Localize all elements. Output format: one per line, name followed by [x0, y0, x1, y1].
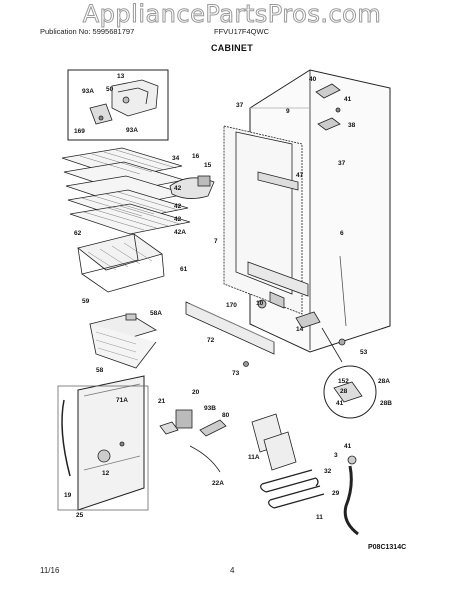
callout-53: 53	[360, 349, 368, 356]
callout-29: 29	[332, 490, 340, 497]
callout-19: 19	[64, 492, 72, 499]
callout-71A: 71A	[116, 397, 128, 404]
callout-7: 7	[214, 238, 218, 245]
callout-41-top: 41	[344, 96, 352, 103]
callout-93A-b: 93A	[126, 127, 138, 134]
callout-41-bottom: 41	[344, 443, 352, 450]
callout-42A: 42A	[174, 229, 186, 236]
page-title: CABINET	[210, 43, 254, 53]
callout-15: 15	[204, 162, 212, 169]
callout-38: 38	[348, 122, 356, 129]
callout-47: 47	[296, 172, 304, 179]
model-number: FFVU17F4QWC	[214, 27, 270, 36]
callout-21: 21	[158, 398, 166, 405]
callout-42-3: 42	[174, 216, 182, 223]
callout-28A: 28A	[378, 378, 390, 385]
callout-28B: 28B	[380, 400, 392, 407]
callout-16: 16	[192, 153, 200, 160]
diagram-code: P08C1314C	[368, 544, 407, 551]
callout-28: 28	[340, 388, 348, 395]
callout-37-top: 37	[236, 102, 244, 109]
site-watermark: AppliancePartsPros.com	[82, 0, 382, 29]
callout-42-1: 42	[174, 185, 182, 192]
callout-13: 13	[117, 73, 125, 80]
callout-10: 10	[256, 300, 264, 307]
callout-58A: 58A	[150, 310, 162, 317]
callout-58: 58	[96, 367, 104, 374]
callout-12: 12	[102, 470, 110, 477]
callout-3: 3	[334, 452, 338, 459]
callout-72: 72	[207, 337, 215, 344]
callout-62: 62	[74, 230, 82, 237]
callout-170: 170	[226, 302, 237, 309]
callout-93A-a: 93A	[82, 88, 94, 95]
callout-59: 59	[82, 298, 90, 305]
callout-93B: 93B	[204, 405, 216, 412]
footer-date: 11/16	[40, 566, 60, 575]
publication-number: Publication No: 5995681797	[40, 27, 135, 36]
callout-22A: 22A	[212, 480, 224, 487]
callout-73: 73	[232, 370, 240, 377]
callout-37-right: 37	[338, 160, 346, 167]
callout-6: 6	[340, 230, 344, 237]
callout-20: 20	[192, 389, 200, 396]
callout-40: 40	[309, 76, 317, 83]
callout-41-inset: 41	[336, 400, 344, 407]
callout-152: 152	[338, 378, 349, 385]
callout-61: 61	[180, 266, 188, 273]
callout-14: 14	[296, 326, 304, 333]
callout-169: 169	[74, 128, 85, 135]
callout-25: 25	[76, 512, 84, 519]
callout-34: 34	[172, 155, 180, 162]
callout-11: 11	[316, 514, 323, 521]
callout-32: 32	[324, 468, 332, 475]
callout-50: 50	[106, 86, 114, 93]
callout-11A: 11A	[248, 454, 260, 461]
callout-80: 80	[222, 412, 230, 419]
callout-9: 9	[286, 108, 290, 115]
callout-42-2: 42	[174, 203, 182, 210]
footer-page-number: 4	[230, 566, 235, 575]
